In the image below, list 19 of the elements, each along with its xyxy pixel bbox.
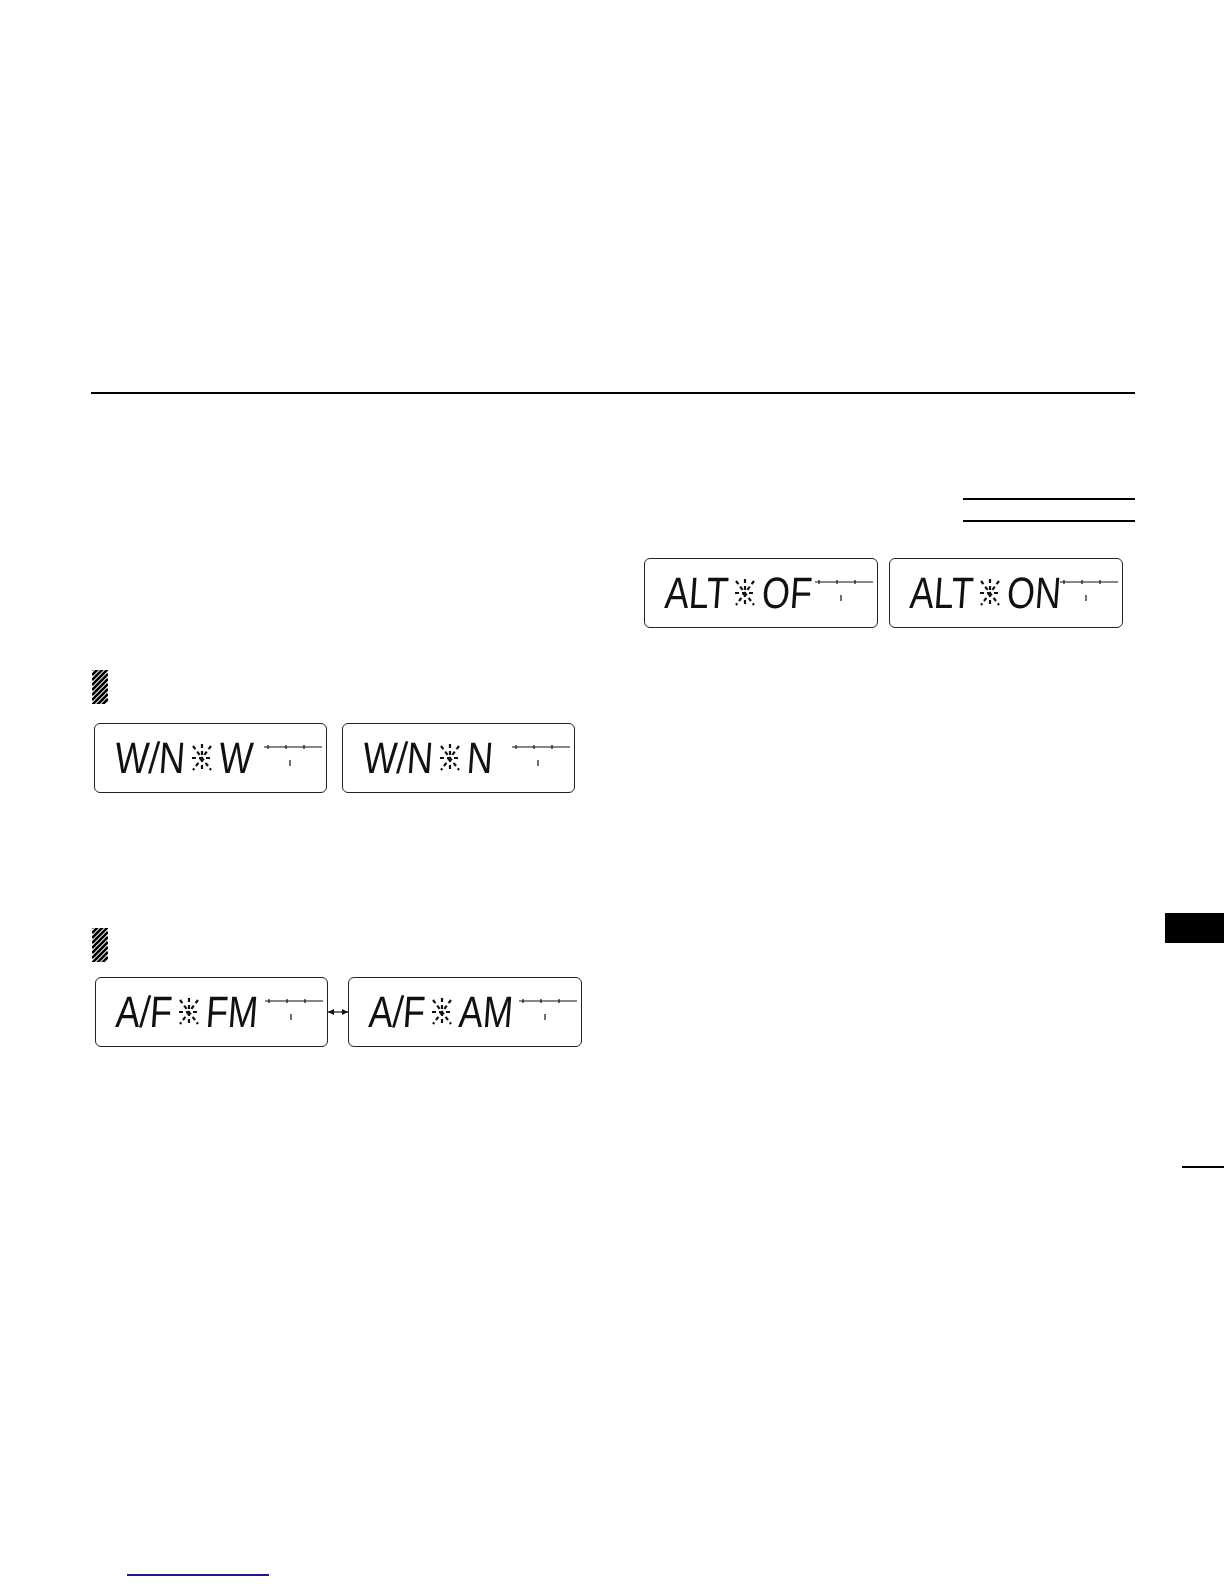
display-text: ALT	[663, 571, 730, 615]
display-text: W/N	[361, 736, 435, 780]
display-text: FM	[204, 990, 260, 1034]
lcd-display	[348, 977, 582, 1047]
display-text: ALT	[908, 571, 975, 615]
display-text: ON	[1005, 571, 1063, 615]
display-text: AM	[457, 990, 515, 1034]
lcd-display	[94, 723, 327, 793]
display-text: OF	[760, 571, 814, 615]
lcd-display	[95, 977, 328, 1047]
double-arrow	[327, 1009, 349, 1015]
display-text: A/F	[367, 990, 427, 1034]
display-text: N	[465, 736, 495, 780]
display-text: W/N	[113, 736, 187, 780]
lcd-display	[342, 723, 575, 793]
lcd-display	[889, 558, 1123, 628]
lcd-display	[644, 558, 878, 628]
display-text: A/F	[114, 990, 174, 1034]
display-text: W	[217, 736, 255, 780]
